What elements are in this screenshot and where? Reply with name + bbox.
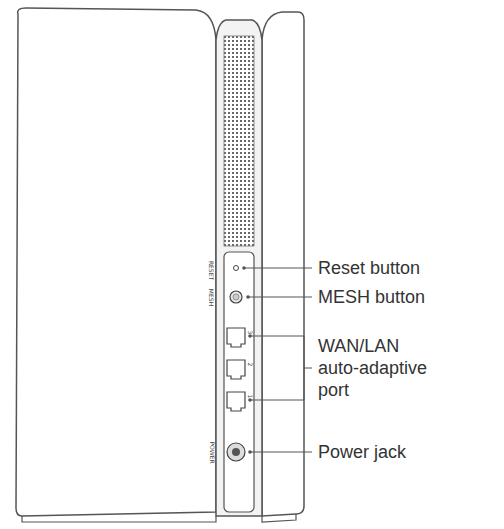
leader-dot (242, 266, 252, 454)
port-number: 3 (247, 330, 254, 334)
panel-marking: MESH (208, 288, 215, 305)
housing-left (16, 8, 216, 516)
reset-hole (234, 266, 239, 271)
panel-marking: RESET (208, 260, 215, 279)
panel-marking: POWER (208, 441, 215, 463)
housing-base (262, 514, 296, 522)
leader-line (244, 268, 312, 452)
port-number: 1 (247, 394, 254, 398)
callout-label: Power jack (318, 441, 406, 463)
power-jack (227, 443, 245, 461)
mesh-button (230, 291, 242, 303)
callout-label: MESH button (318, 286, 425, 308)
port-number: 2 (247, 362, 254, 366)
ethernet-port (227, 328, 245, 411)
port-panel (224, 252, 254, 512)
vent-grille (224, 36, 254, 246)
mesh-button (233, 294, 239, 300)
callout-label: Reset button (318, 257, 420, 279)
housing-right (262, 12, 304, 516)
callout-label: WAN/LAN auto-adaptive port (318, 335, 440, 401)
housing-base (22, 516, 216, 522)
power-jack (232, 448, 240, 456)
